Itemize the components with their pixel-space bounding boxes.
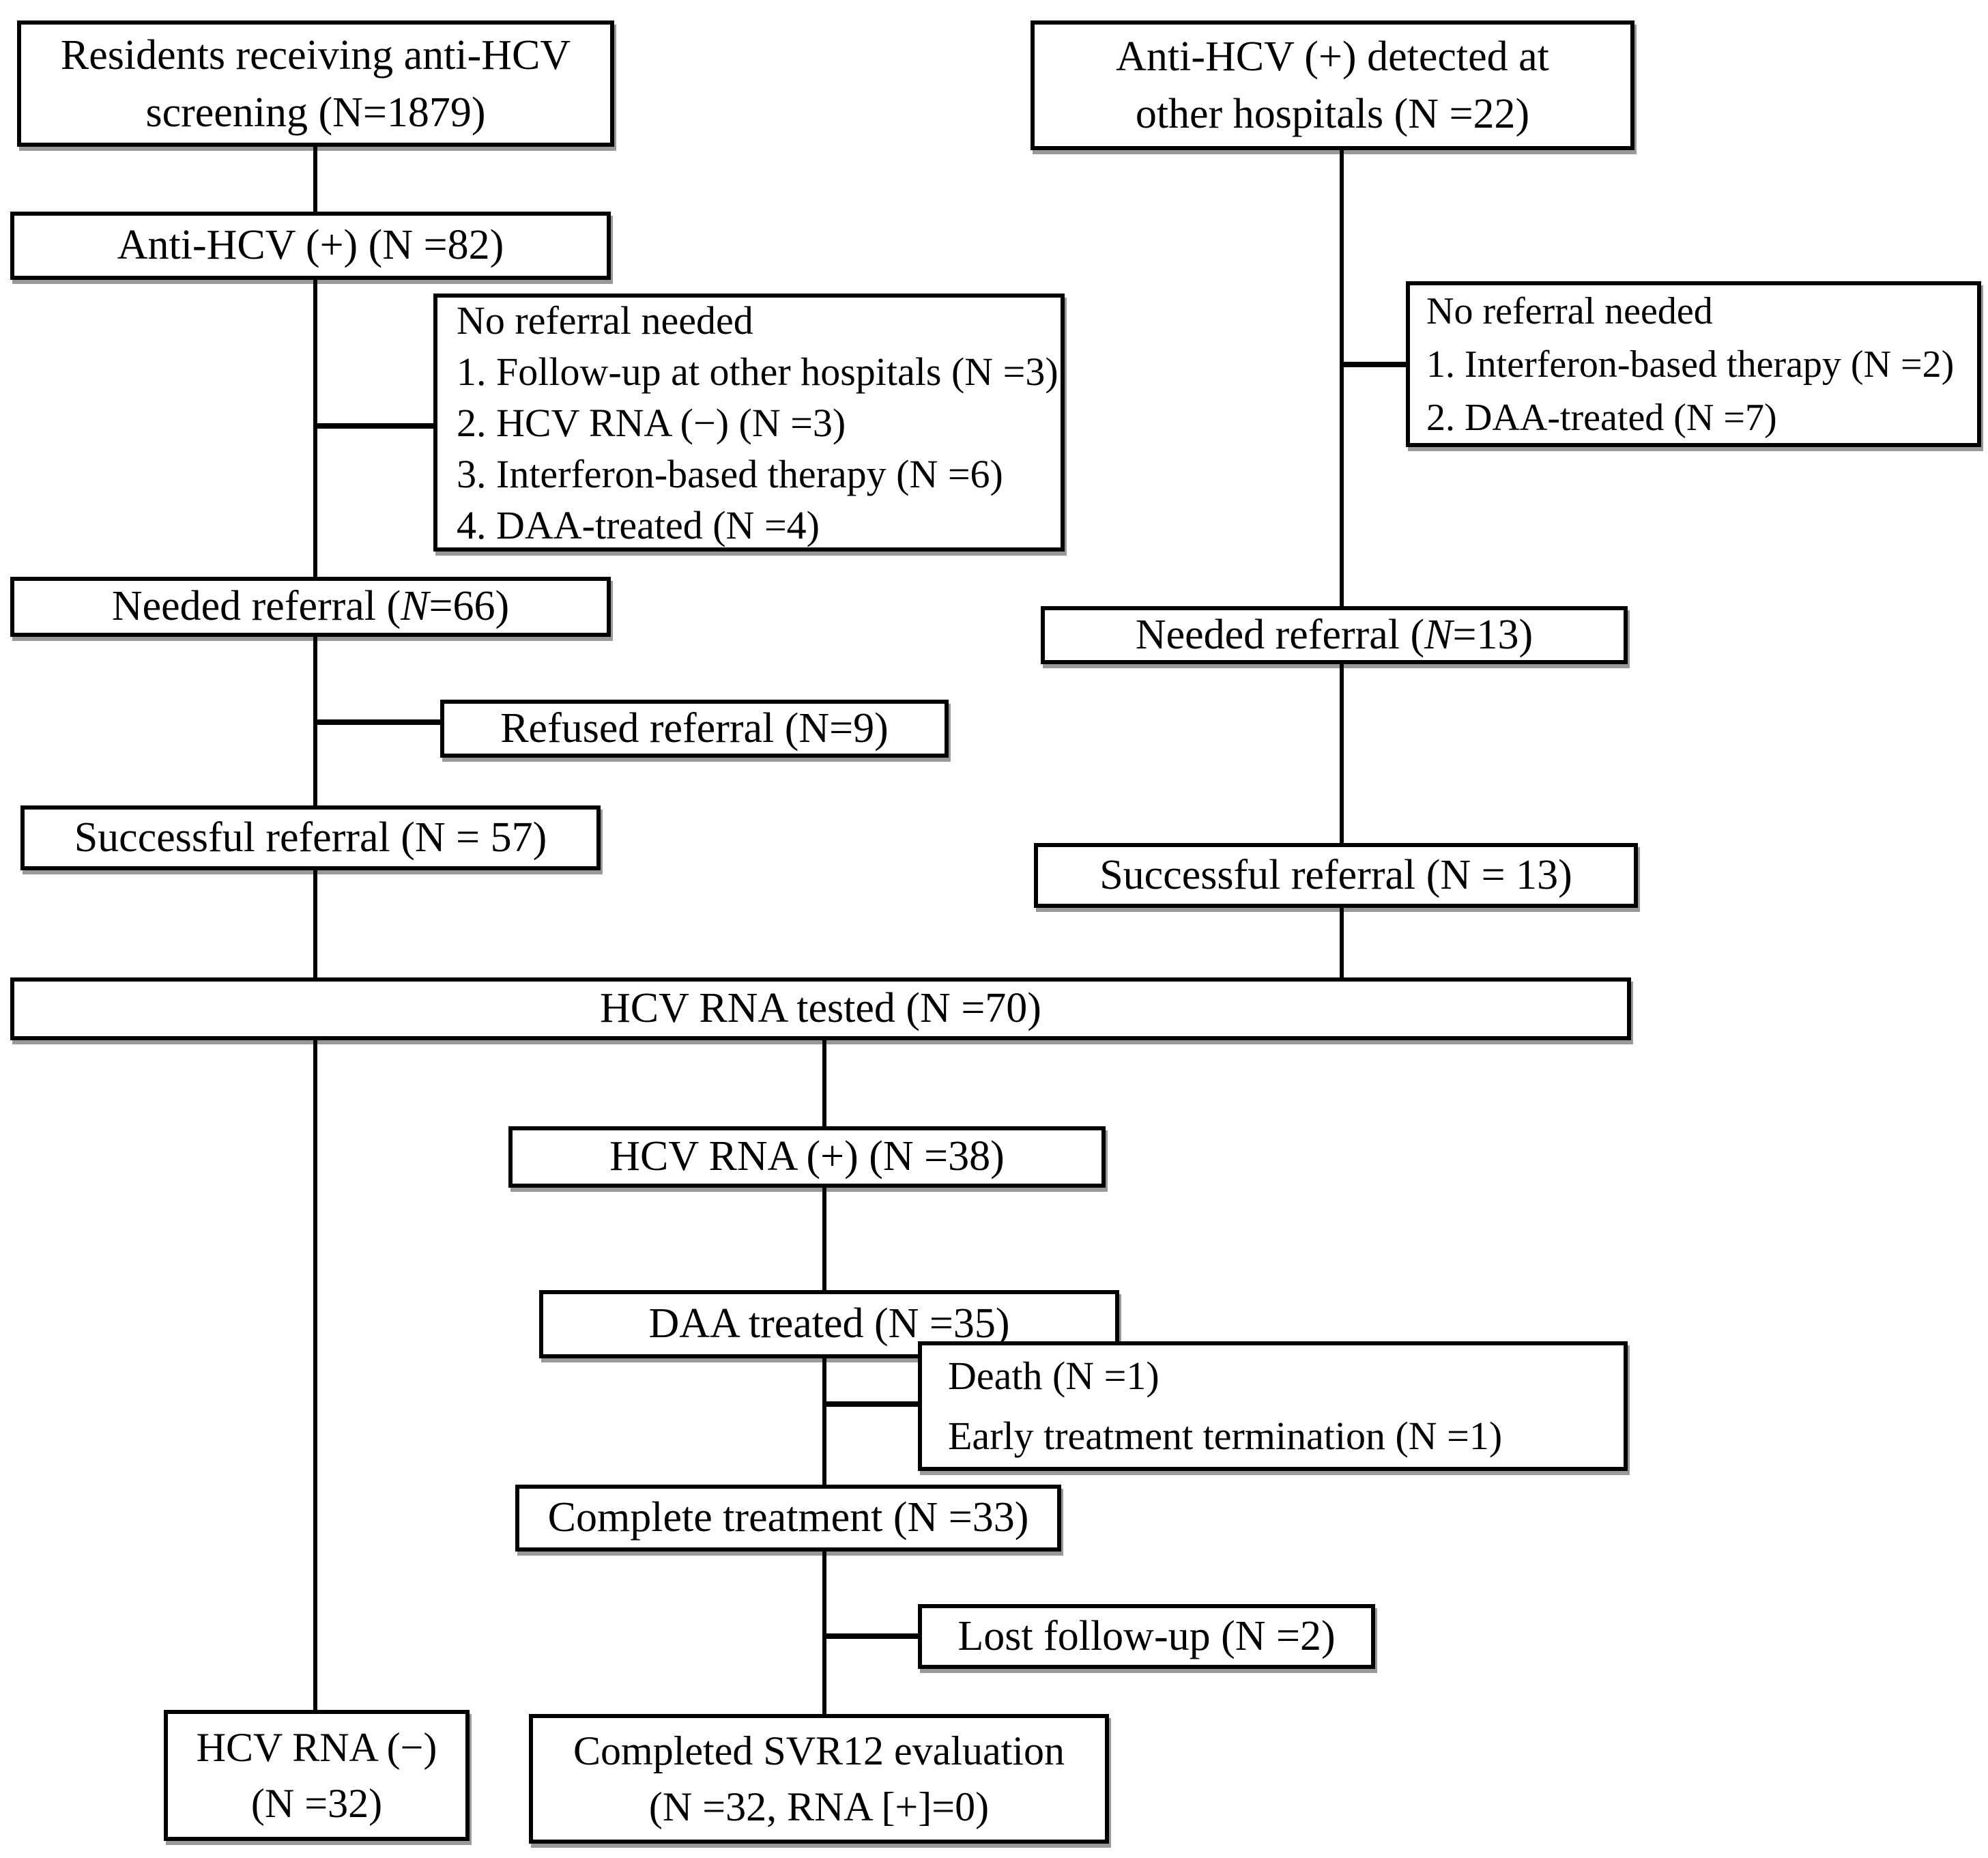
node-text: (N =32, RNA [+]=0): [648, 1784, 990, 1829]
italic-n: N: [1424, 611, 1453, 658]
connector-line: [313, 1038, 317, 1713]
node-text: Early treatment termination (N =1): [948, 1414, 1503, 1458]
node-text: screening (N=1879): [145, 89, 486, 136]
node-text: 2. DAA-treated (N =7): [1426, 396, 1777, 439]
node-text: 2. HCV RNA (−) (N =3): [457, 400, 846, 445]
node-successful-referral-left: Successful referral (N = 57): [20, 805, 601, 870]
node-death-early-termination: Death (N =1) Early treatment termination…: [918, 1341, 1628, 1471]
connector-line: [822, 1038, 826, 1129]
node-text: HCV RNA (−): [196, 1725, 437, 1770]
node-refused-referral: Refused referral (N=9): [440, 700, 949, 758]
node-no-referral-needed-left: No referral needed 1. Follow-up at other…: [433, 294, 1065, 552]
connector-line: [822, 1548, 826, 1717]
node-text: DAA treated (N =35): [648, 1300, 1010, 1347]
node-text: 3. Interferon-based therapy (N =6): [457, 451, 1003, 496]
connector-branch: [824, 1633, 920, 1639]
node-successful-referral-right: Successful referral (N = 13): [1034, 843, 1638, 908]
node-text: 1. Interferon-based therapy (N =2): [1426, 343, 1955, 386]
connector-line: [1340, 147, 1344, 608]
node-text: HCV RNA (+) (N =38): [609, 1133, 1005, 1180]
connector-line: [822, 1184, 826, 1293]
connector-line: [1340, 661, 1344, 845]
node-text: Complete treatment (N =33): [547, 1494, 1029, 1541]
node-completed-svr12: Completed SVR12 evaluation (N =32, RNA […: [529, 1714, 1109, 1844]
connector-branch: [824, 1401, 920, 1407]
node-daa-treated: DAA treated (N =35): [539, 1290, 1119, 1358]
node-text: 1. Follow-up at other hospitals (N =3): [457, 349, 1058, 394]
node-text: other hospitals (N =22): [1135, 91, 1530, 137]
node-anti-hcv-positive: Anti-HCV (+) (N =82): [10, 212, 611, 280]
node-text: (N =32): [250, 1781, 383, 1826]
node-text: No referral needed: [1426, 289, 1713, 332]
node-text: Lost follow-up (N =2): [957, 1612, 1336, 1659]
node-hcv-rna-negative: HCV RNA (−) (N =32): [164, 1710, 470, 1841]
node-text: No referral needed: [457, 298, 753, 343]
connector-line: [1340, 904, 1344, 980]
node-text: Anti-HCV (+) (N =82): [117, 222, 504, 269]
node-text: Refused referral (N=9): [500, 704, 889, 752]
node-text: Completed SVR12 evaluation: [573, 1728, 1065, 1773]
node-complete-treatment: Complete treatment (N =33): [515, 1485, 1061, 1552]
node-text: Successful referral (N = 13): [1099, 851, 1572, 898]
node-lost-followup: Lost follow-up (N =2): [918, 1604, 1375, 1669]
node-text: 4. DAA-treated (N =4): [457, 502, 820, 547]
connector-line: [822, 1355, 826, 1487]
node-text: Death (N =1): [948, 1354, 1159, 1398]
node-text: Successful referral (N = 57): [74, 814, 547, 861]
node-residents-screening: Residents receiving anti-HCV screening (…: [17, 20, 614, 147]
connector-branch: [315, 719, 442, 725]
node-anti-hcv-other-hospitals: Anti-HCV (+) detected at other hospitals…: [1031, 20, 1634, 150]
connector-branch: [315, 423, 435, 429]
node-hcv-rna-positive: HCV RNA (+) (N =38): [508, 1126, 1106, 1188]
node-hcv-rna-tested: HCV RNA tested (N =70): [10, 977, 1631, 1040]
node-needed-referral-left: Needed referral (N=66): [10, 577, 611, 637]
node-text: Anti-HCV (+) detected at: [1116, 33, 1549, 80]
connector-branch: [1342, 362, 1408, 367]
node-text: HCV RNA tested (N =70): [600, 985, 1041, 1032]
node-no-referral-needed-right: No referral needed 1. Interferon-based t…: [1406, 281, 1981, 447]
italic-n: N: [401, 583, 429, 630]
connector-line: [313, 867, 317, 980]
connector-line: [313, 145, 317, 214]
node-text: Needed referral (N=13): [1135, 611, 1533, 658]
node-needed-referral-right: Needed referral (N=13): [1041, 606, 1628, 664]
node-text: Needed referral (N=66): [111, 583, 510, 630]
node-text: Residents receiving anti-HCV: [60, 31, 571, 78]
